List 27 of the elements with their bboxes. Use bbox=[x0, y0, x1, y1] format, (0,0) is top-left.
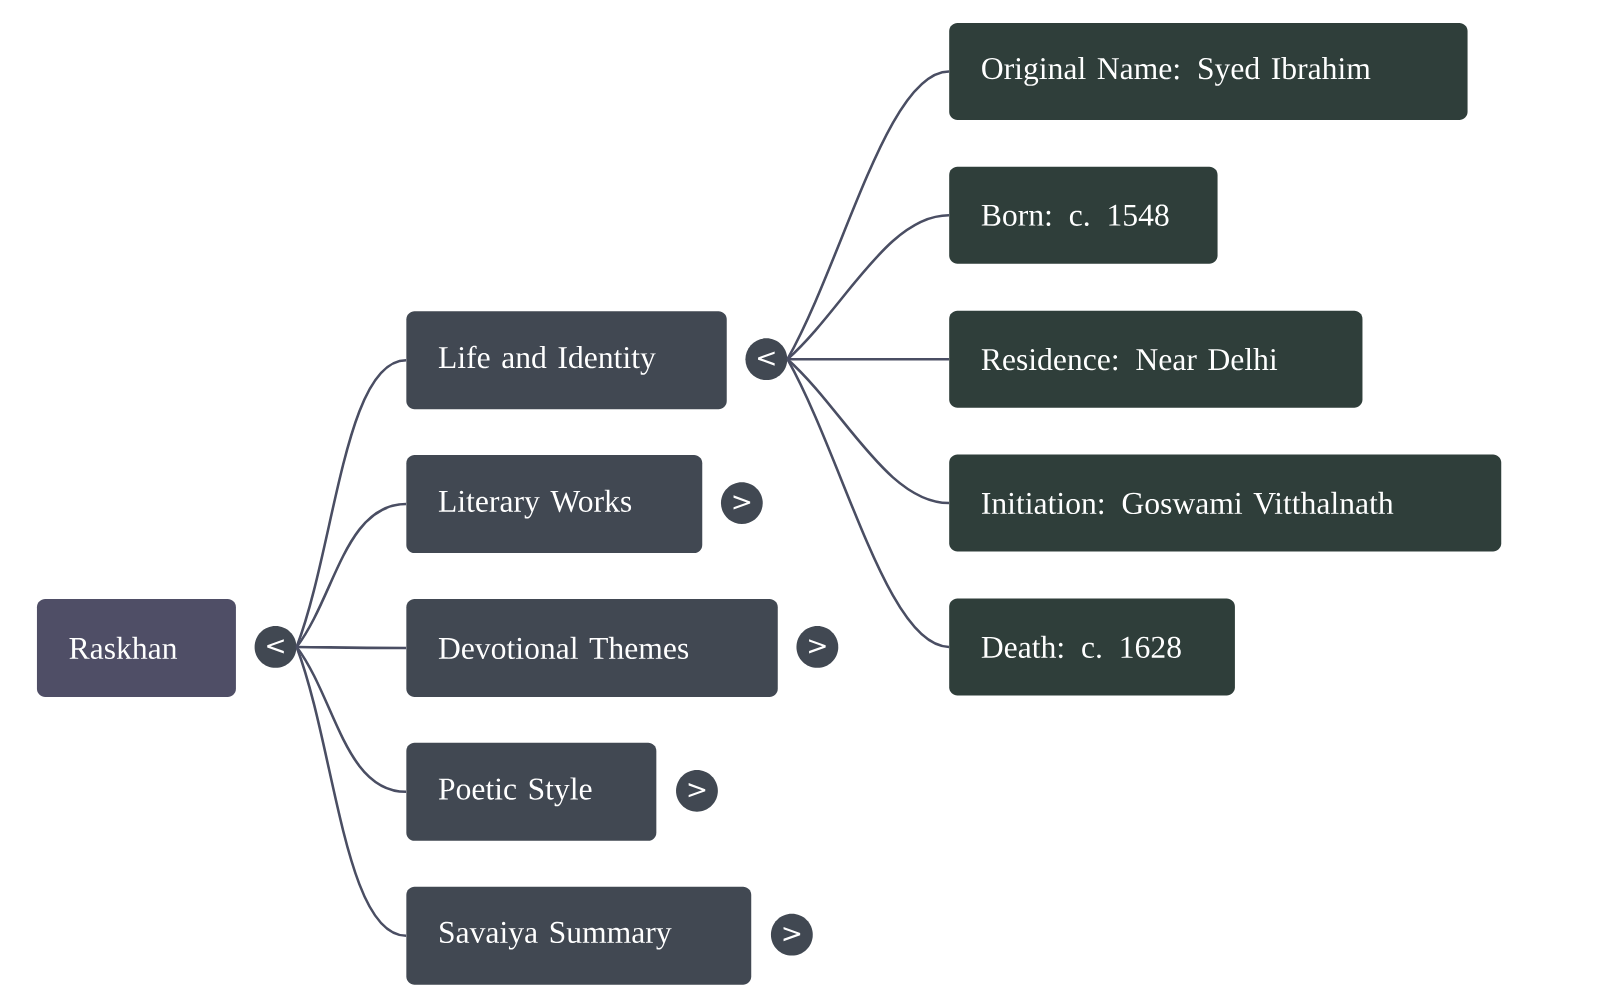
connector-line bbox=[295, 358, 407, 648]
connector-line bbox=[295, 502, 407, 648]
toggle-button: > bbox=[796, 625, 839, 668]
topic-box: Savaiya Summary bbox=[406, 886, 752, 985]
toggle-button: > bbox=[720, 482, 763, 524]
root-box: Raskhan bbox=[36, 598, 236, 697]
connector-line bbox=[787, 357, 949, 361]
connector-line bbox=[295, 646, 407, 937]
detail-box: Born: c. 1548 bbox=[949, 166, 1218, 264]
detail-box: Death: c. 1628 bbox=[949, 598, 1235, 696]
toggle-button: > bbox=[770, 913, 813, 956]
toggle-button: < bbox=[254, 625, 297, 668]
detail-box: Residence: Near Delhi bbox=[949, 310, 1363, 408]
connector-line bbox=[786, 358, 950, 505]
topic-box: Life and Identity bbox=[406, 311, 727, 410]
connector-line bbox=[295, 646, 407, 794]
connector-line bbox=[786, 213, 950, 361]
topic-box: Devotional Themes bbox=[406, 598, 778, 697]
toggle-button: > bbox=[676, 769, 718, 812]
detail-box: Initiation: Goswami Vitthalnath bbox=[949, 454, 1502, 552]
connector-line bbox=[786, 70, 950, 360]
connector-line bbox=[786, 358, 950, 649]
topic-box: Poetic Style bbox=[406, 742, 657, 841]
connector-line bbox=[296, 645, 407, 650]
toggle-button: < bbox=[745, 338, 788, 381]
detail-box: Original Name: Syed Ibrahim bbox=[949, 22, 1468, 120]
topic-box: Literary Works bbox=[406, 455, 703, 553]
